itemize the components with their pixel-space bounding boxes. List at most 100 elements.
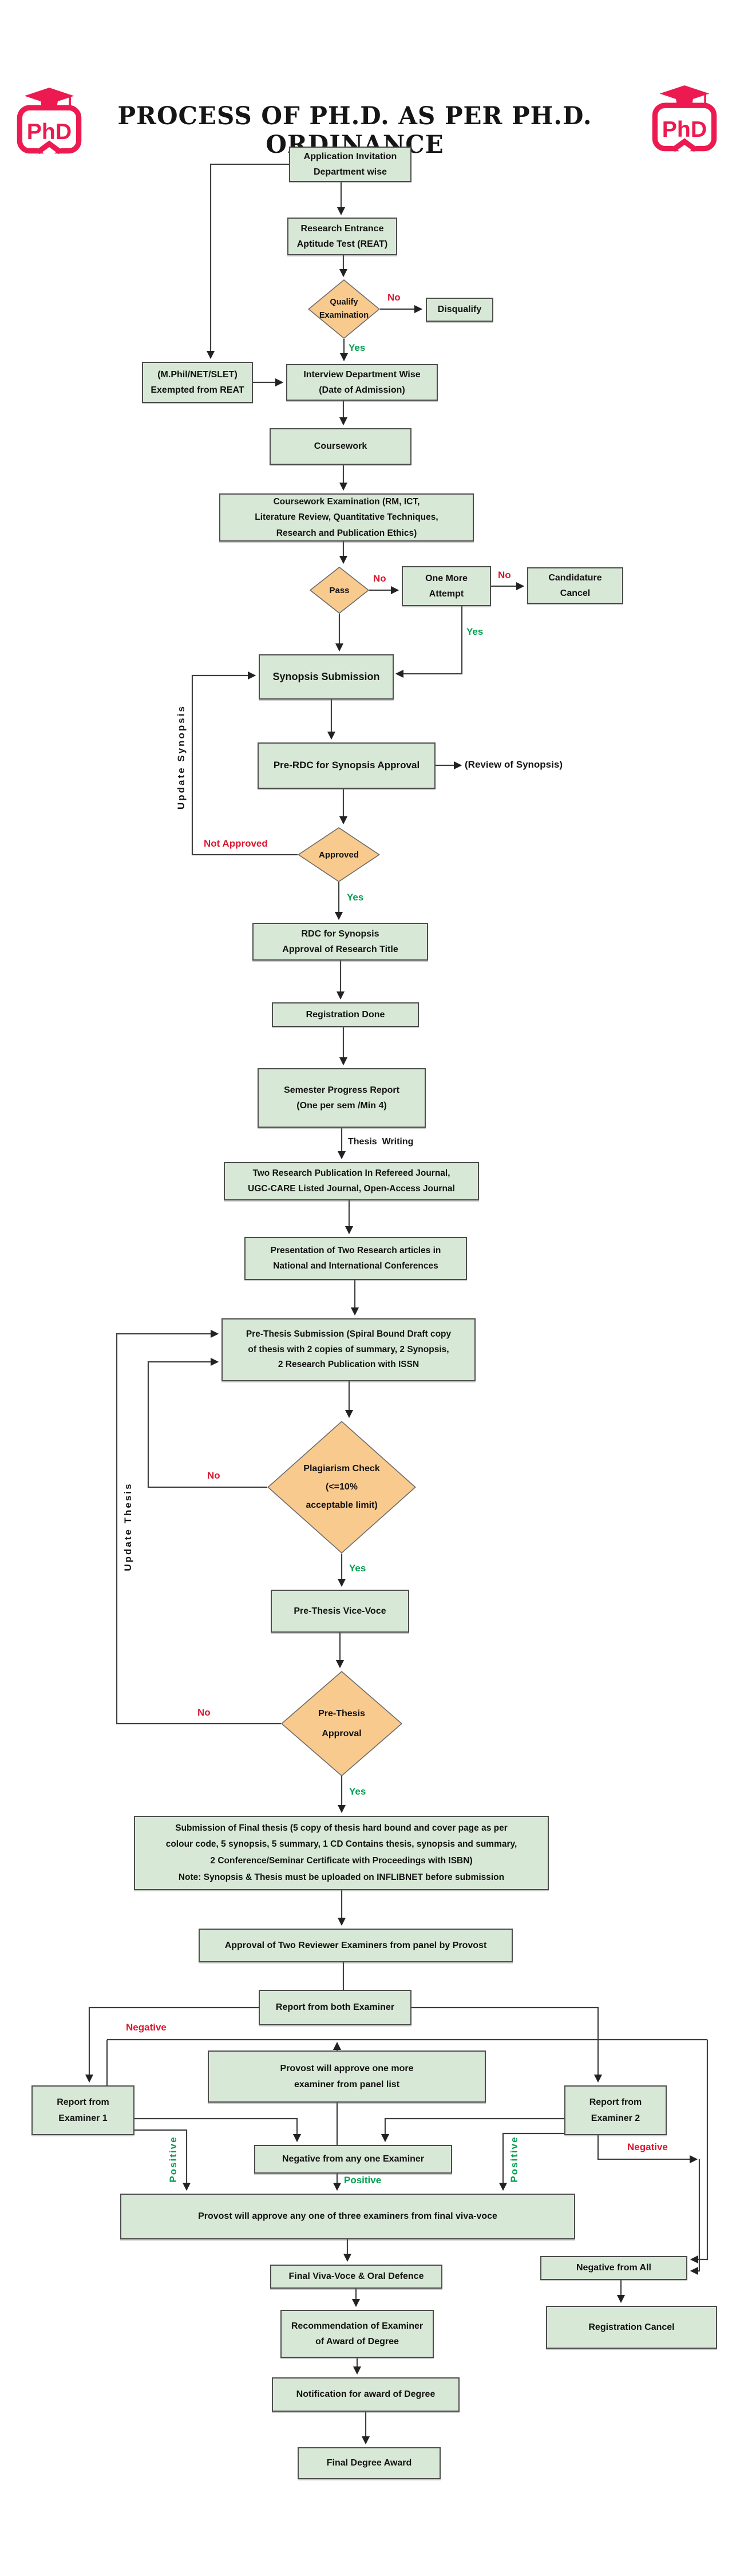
node-synopsis-submission: Synopsis Submission [259,654,394,700]
node-registration-done: Registration Done [272,1002,419,1027]
graduation-cap-icon [659,85,710,102]
node-label: Negative from All [576,2263,651,2273]
node-report-examiner-1: Report from Examiner 1 [31,2085,134,2135]
node-final-thesis-submission: Submission of Final thesis (5 copy of th… [134,1816,549,1890]
node-disqualify: Disqualify [426,298,493,322]
node-label: Registration Done [306,1009,385,1020]
node-provost-one-more-examiner: Provost will approve one more examiner f… [208,2050,486,2103]
edge-negative-rail-to-negativeall [690,2040,709,2264]
node-label: Report from both Examiner [275,2002,395,2013]
label-no-pre-thesis: No [197,1707,211,1718]
node-label: Research Entrance Aptitude Test (REAT) [296,223,388,249]
label-positive-ex2: Positive [509,2136,520,2183]
label-yes-pre-thesis: Yes [349,1786,366,1797]
phd-logo-left: PhD [10,86,88,159]
node-label: One More Attempt [425,573,468,599]
node-interview: Interview Department Wise (Date of Admis… [286,364,438,401]
logo-text: PhD [662,117,707,142]
node-label: Provost will approve one more examiner f… [280,2064,414,2089]
edge-ex1-to-negativeany [134,2117,302,2143]
node-coursework-examination: Coursework Examination (RM, ICT, Literat… [219,493,474,542]
label-negative-ex2: Negative [627,2142,668,2152]
node-recommendation-award: Recommendation of Examiner of Award of D… [280,2310,434,2358]
node-pre-thesis-submission: Pre-Thesis Submission (Spiral Bound Draf… [221,1318,476,1381]
node-one-more-attempt: One More Attempt [402,566,491,606]
node-label: Final Degree Award [326,2458,412,2468]
node-label: Submission of Final thesis (5 copy of th… [165,1823,517,1882]
node-label: Notification for award of Degree [296,2389,436,2400]
decision-pre-thesis-approval: Pre-Thesis Approval [281,1671,402,1776]
label-no-plagiarism: No [207,1470,220,1481]
node-label: Pre-Thesis Vice-Voce [294,1606,386,1616]
node-label: Coursework [314,441,367,452]
node-label: Synopsis Submission [272,671,380,683]
node-presentation-conferences: Presentation of Two Research articles in… [244,1237,467,1280]
node-label: (M.Phil/NET/SLET) Exempted from REAT [151,369,244,395]
node-rdc-synopsis: RDC for Synopsis Approval of Research Ti… [252,923,428,961]
label-positive-center: Positive [344,2175,382,2186]
node-coursework: Coursework [270,428,411,465]
node-label: Disqualify [437,305,482,315]
node-label: RDC for Synopsis Approval of Research Ti… [282,929,398,954]
node-application-invitation: Application Invitation Department wise [289,147,411,182]
label-yes-onemore: Yes [466,626,484,637]
decision-label: Pass [329,585,350,595]
edge-ex2-to-negativeany [381,2117,564,2143]
decision-label: Plagiarism Check (<=10% acceptable limit… [303,1464,380,1510]
label-not-approved: Not Approved [204,838,268,849]
edge-onemore-yes-synopsis [395,606,463,678]
node-label: Coursework Examination (RM, ICT, Literat… [255,497,438,538]
label-review-of-synopsis: (Review of Synopsis) [465,759,563,770]
decision-pass: Pass [310,567,369,614]
label-positive-ex1: Positive [168,2136,179,2183]
node-label: Semester Progress Report (One per sem /M… [284,1085,399,1111]
node-final-degree-award: Final Degree Award [298,2447,441,2479]
decision-label: Pre-Thesis Approval [318,1708,365,1739]
label-no-onemore: No [498,570,511,580]
node-label: Two Research Publication In Refereed Jou… [248,1168,455,1194]
node-semester-progress: Semester Progress Report (One per sem /M… [258,1068,426,1128]
node-label: Provost will approve any one of three ex… [198,2211,497,2222]
label-no-pass: No [373,573,386,584]
node-final-viva-voce: Final Viva-Voce & Oral Defence [270,2265,442,2289]
node-label: Candidature Cancel [548,572,602,598]
label-yes-plagiarism: Yes [349,1563,366,1574]
decision-label: Qualify Examination [319,297,369,320]
decision-approved: Approved [298,827,380,882]
node-label: Pre-RDC for Synopsis Approval [273,760,420,771]
node-pre-thesis-viva-voce: Pre-Thesis Vice-Voce [271,1590,409,1633]
node-label: Final Viva-Voce & Oral Defence [288,2271,424,2282]
node-label: Report from Examiner 1 [57,2097,109,2123]
phd-logo-right: PhD [646,84,723,157]
label-negative-both: Negative [126,2022,167,2033]
node-label: Registration Cancel [588,2322,675,2332]
decision-qualify-examination: Qualify Examination [308,279,380,339]
node-negative-any-examiner: Negative from any one Examiner [254,2145,452,2174]
node-reat: Research Entrance Aptitude Test (REAT) [287,218,397,255]
node-label: Presentation of Two Research articles in… [270,1246,441,1271]
node-label: Interview Department Wise (Date of Admis… [303,369,421,395]
node-exempted-from-reat: (M.Phil/NET/SLET) Exempted from REAT [142,362,253,403]
node-notification-award: Notification for award of Degree [272,2377,460,2412]
node-approval-two-reviewers: Approval of Two Reviewer Examiners from … [199,1929,513,1962]
node-report-both-examiners: Report from both Examiner [259,1990,411,2025]
node-provost-three-examiners: Provost will approve any one of three ex… [120,2194,575,2239]
logo-text: PhD [27,119,72,144]
node-candidature-cancel: Candidature Cancel [527,567,623,604]
node-label: Approval of Two Reviewer Examiners from … [224,1940,487,1950]
node-negative-from-all: Negative from All [540,2256,687,2280]
label-update-synopsis: Update Synopsis [176,705,187,809]
node-label: Report from Examiner 2 [589,2097,642,2123]
edge-appinvite-to-exempted [206,163,289,359]
edge-ex2-negative-to-negativeall [690,2159,701,2275]
node-registration-cancel: Registration Cancel [546,2306,717,2349]
label-no-qualify: No [387,292,401,303]
node-pre-rdc: Pre-RDC for Synopsis Approval [258,742,436,789]
label-thesis-writing: Thesis Writing [348,1137,414,1147]
node-label: Application Invitation Department wise [303,151,397,177]
node-label: Pre-Thesis Submission (Spiral Bound Draf… [246,1329,452,1370]
node-two-research-publication: Two Research Publication In Refereed Jou… [224,1162,479,1200]
node-report-examiner-2: Report from Examiner 2 [564,2085,667,2135]
label-yes-approved: Yes [347,892,364,903]
